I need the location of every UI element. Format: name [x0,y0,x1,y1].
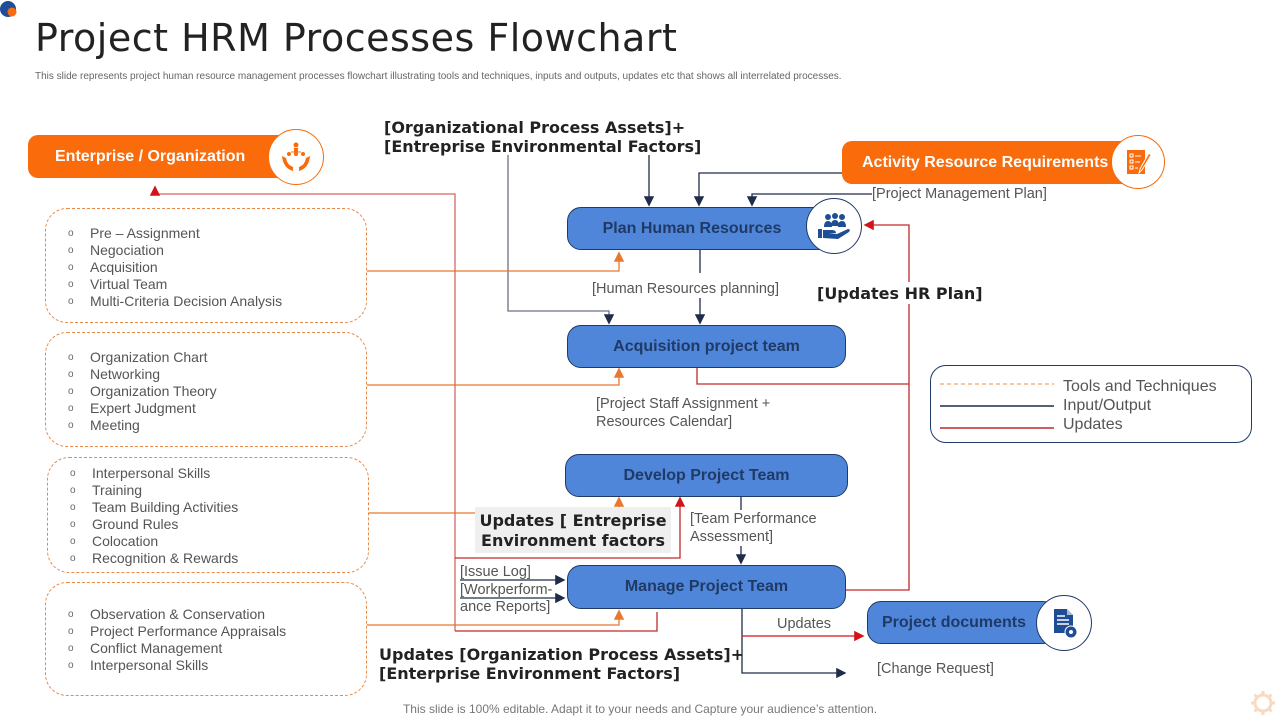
process-plan-label: Plan Human Resources [602,219,782,237]
project-documents-box: Project documents [867,601,1057,644]
activity-resource-label: Activity Resource Requirements [862,153,1109,171]
org-assets-input-line1: [Organizational Process Assets]+ [384,118,686,137]
footer-note: This slide is 100% editable. Adapt it to… [402,702,878,716]
line-manage-to-hrplan [846,304,910,591]
process-manage-project-team: Manage Project Team [567,565,846,609]
hands-organization-icon [268,129,324,185]
document-gear-icon [1036,595,1092,651]
line-manage-to-org-updates [455,612,658,632]
line-org-assets-to-acq [507,155,615,325]
updates-hr-plan-label: [Updates HR Plan] [817,284,983,304]
line-acq-to-hrplan [696,368,909,385]
work-performance-line2: ance Reports] [460,599,551,615]
updates-org-assets-line2: [Enterprise Environment Factors] [379,664,681,683]
line-update-enterprise [149,185,456,631]
issue-log-label: [Issue Log] [460,564,531,580]
page-subtitle: This slide represents project human reso… [35,71,842,82]
line-tools4-to-manage [367,609,625,626]
line-update-env-factors [455,496,686,559]
enterprise-organization-box: Enterprise / Organization [28,135,298,178]
line-tools1-to-plan [367,251,625,272]
process-develop-label: Develop Project Team [623,466,790,484]
line-tools2-to-acq [367,367,625,386]
legend-label-input-output: Input/Output [1063,397,1152,414]
change-request-label: [Change Request] [877,661,994,677]
legend-swatches [940,383,1054,429]
activity-resource-requirements-box: Activity Resource Requirements [842,141,1132,184]
project-documents-label: Project documents [882,613,1027,631]
updates-org-assets-line1: Updates [Organization Process Assets]+ [379,645,745,664]
hr-planning-label: [Human Resources planning] [592,281,779,297]
legend-label-tools: Tools and Techniques [1063,378,1217,395]
staff-assignment-line2: Resources Calendar] [596,414,733,430]
updates-env-factors-line2: Environment factors [481,531,665,550]
checklist-pencil-icon [1111,135,1165,189]
enterprise-organization-label: Enterprise / Organization [55,147,246,165]
team-performance-line1: [Team Performance [690,511,817,527]
updates-label: Updates [777,616,832,632]
staff-assignment-line1: [Project Staff Assignment + [596,396,771,412]
legend-label-updates: Updates [1063,416,1123,433]
line-change-request [741,609,847,679]
updates-env-factors-line1: Updates [ Entreprise [479,511,667,530]
process-develop-project-team: Develop Project Team [565,454,848,497]
pm-plan-label: [Project Management Plan] [872,186,1047,202]
work-performance-line1: [Workperform- [460,582,553,598]
page-title: Project HRM Processes Flowchart [35,16,678,60]
process-acquisition-label: Acquisition project team [613,337,800,355]
updates-env-factors-box: Updates [ Entreprise Environment factors [475,507,671,553]
team-hand-icon [806,198,862,254]
line-pmplan-to-plan [746,193,872,207]
process-plan-human-resources: Plan Human Resources [567,207,837,250]
legend: Tools and Techniques Input/Output Update… [930,365,1252,443]
line-hrplan-to-plan [863,219,910,282]
gear-icon [1251,691,1275,715]
org-assets-input-line2: [Entreprise Environmental Factors] [384,137,702,156]
line-activity-to-plan [693,172,842,207]
team-performance-line2: Assessment] [690,529,773,545]
process-manage-label: Manage Project Team [624,578,789,595]
brand-logo-icon [0,1,17,17]
process-acquisition-project-team: Acquisition project team [567,325,846,368]
